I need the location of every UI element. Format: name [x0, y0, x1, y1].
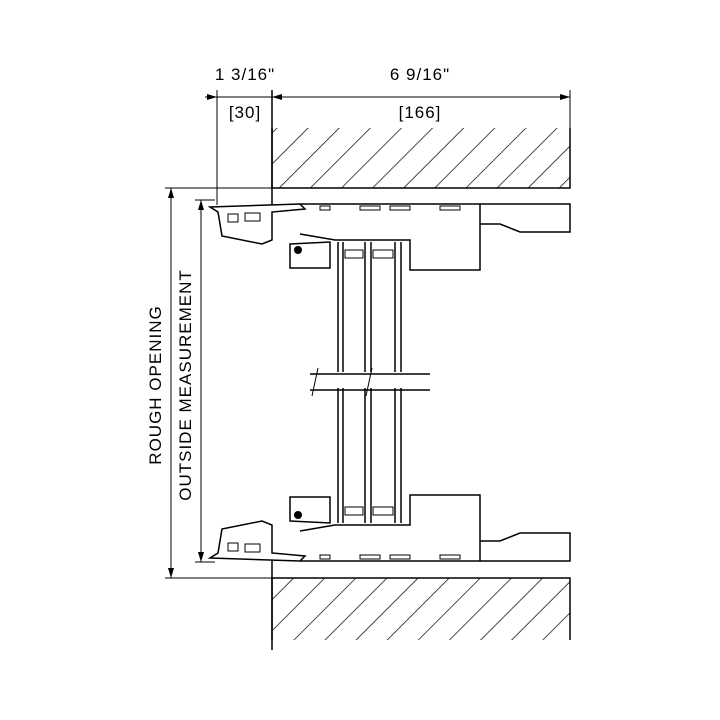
- window-sill-section: [209, 494, 571, 562]
- rough-opening-label: ROUGH OPENING: [146, 305, 165, 464]
- depth-metric: [166]: [399, 103, 442, 122]
- left-width-imperial: 1 3/16": [215, 65, 275, 84]
- window-head-section: [209, 203, 571, 271]
- wall-bottom: [271, 577, 571, 640]
- triple-glazing-unit: [310, 242, 430, 523]
- wall-top: [271, 128, 571, 189]
- vertical-dimension-lines: [165, 187, 272, 579]
- top-dimension-lines: [205, 90, 571, 650]
- depth-imperial: 6 9/16": [390, 65, 450, 84]
- outside-measurement-label: OUTSIDE MEASUREMENT: [176, 269, 195, 501]
- left-width-metric: [30]: [229, 103, 261, 122]
